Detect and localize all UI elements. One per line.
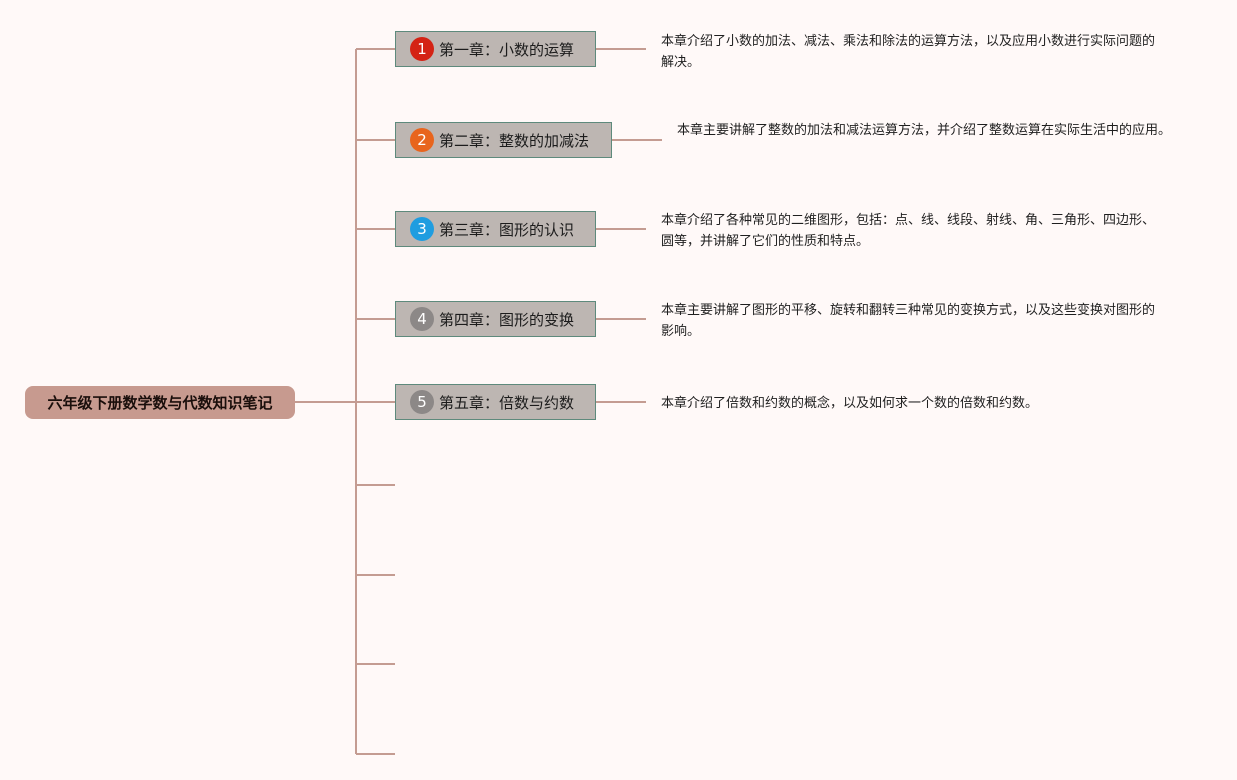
chapter-title: 第一章：小数的运算 — [439, 40, 575, 59]
chapter-node-2[interactable]: 2 第二章：整数的加减法 — [395, 122, 612, 158]
chapter-title: 第三章：图形的认识 — [439, 220, 575, 239]
number-badge-icon: 2 — [410, 128, 434, 152]
chapter-description-4: 本章主要讲解了图形的平移、旋转和翻转三种常见的变换方式，以及这些变换对图形的影响… — [661, 303, 1156, 339]
chapter-description-3: 本章介绍了各种常见的二维图形，包括：点、线、线段、射线、角、三角形、四边形、圆等… — [661, 213, 1156, 249]
root-label: 六年级下册数学数与代数知识笔记 — [47, 394, 273, 412]
chapter-node-5[interactable]: 5 第五章：倍数与约数 — [395, 384, 596, 420]
chapter-title: 第二章：整数的加减法 — [439, 131, 590, 150]
number-badge-icon: 3 — [410, 217, 434, 241]
chapter-description-1: 本章介绍了小数的加法、减法、乘法和除法的运算方法，以及应用小数进行实际问题的解决… — [661, 34, 1156, 70]
chapter-node-1[interactable]: 1 第一章：小数的运算 — [395, 31, 596, 67]
chapter-node-4[interactable]: 4 第四章：图形的变换 — [395, 301, 596, 337]
chapter-title: 第五章：倍数与约数 — [439, 393, 575, 412]
chapter-title: 第四章：图形的变换 — [439, 310, 575, 329]
number-badge-icon: 1 — [410, 37, 434, 61]
chapter-node-3[interactable]: 3 第三章：图形的认识 — [395, 211, 596, 247]
chapter-description-5: 本章介绍了倍数和约数的概念，以及如何求一个数的倍数和约数。 — [661, 396, 1039, 411]
number-badge-icon: 5 — [410, 390, 434, 414]
root-node[interactable]: 六年级下册数学数与代数知识笔记 — [25, 386, 295, 419]
chapter-description-2: 本章主要讲解了整数的加法和减法运算方法，并介绍了整数运算在实际生活中的应用。 — [677, 123, 1172, 138]
number-badge-icon: 4 — [410, 307, 434, 331]
